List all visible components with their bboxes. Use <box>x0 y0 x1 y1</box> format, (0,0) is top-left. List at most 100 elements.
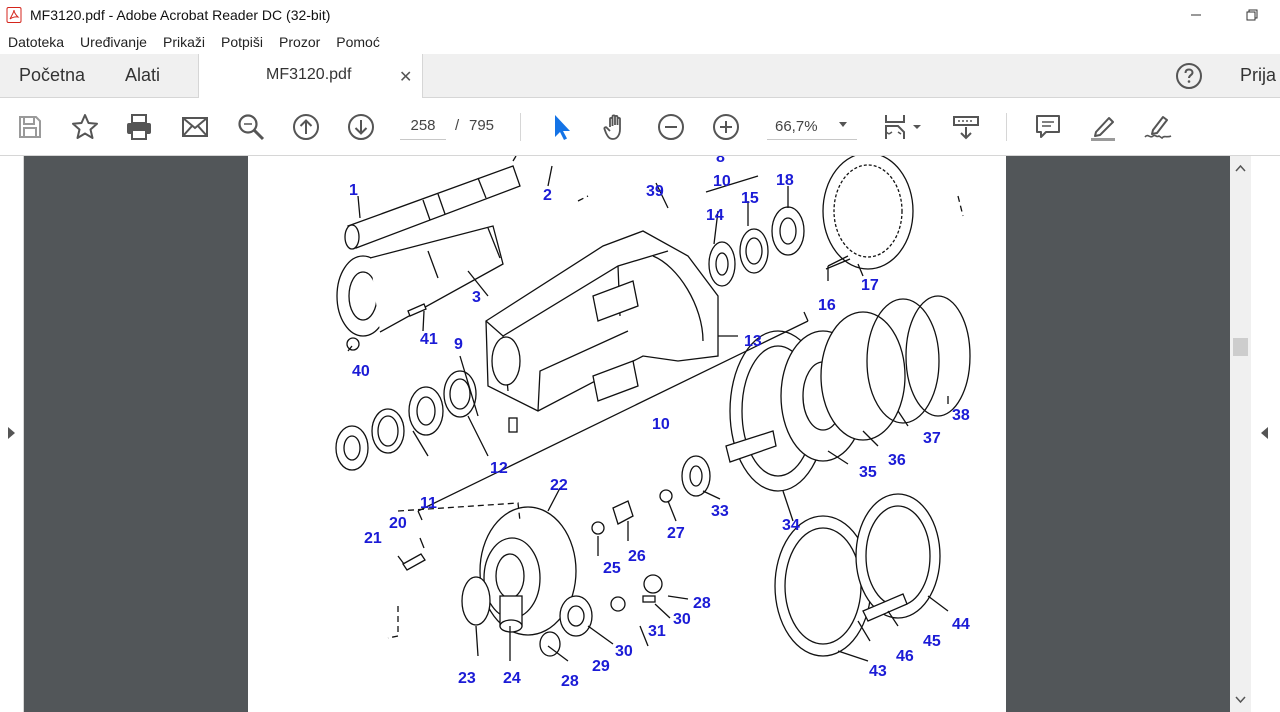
callout-26: 26 <box>628 548 646 565</box>
callout-10-top: 10 <box>713 173 731 190</box>
zoom-out-button[interactable] <box>655 111 687 143</box>
callout-22: 22 <box>550 477 568 494</box>
callout-38: 38 <box>952 407 970 424</box>
tab-tools[interactable]: Alati <box>125 65 161 85</box>
page-separator: / <box>455 117 460 134</box>
hand-icon <box>603 114 621 140</box>
part-housing-13 <box>485 230 719 412</box>
callout-28-right: 28 <box>693 595 711 612</box>
left-panel-toggle[interactable] <box>0 156 24 712</box>
close-icon[interactable]: ✕ <box>399 69 413 86</box>
callout-17: 17 <box>861 277 879 294</box>
scroll-up-icon[interactable] <box>1235 164 1246 172</box>
menu-bar: Datoteka Uređivanje Prikaži Potpiši Proz… <box>0 30 1280 54</box>
restore-icon <box>1246 9 1258 21</box>
print-icon <box>127 114 151 140</box>
tab-bar: Početna Alati MF3120.pdf ✕ Prija <box>0 54 1280 99</box>
next-page-button[interactable] <box>345 111 377 143</box>
zoom-in-button[interactable] <box>710 111 742 143</box>
menu-pomoc[interactable]: Pomoć <box>336 34 380 50</box>
scrollbar-thumb[interactable] <box>1233 338 1248 356</box>
help-icon[interactable] <box>1175 62 1203 90</box>
arrow-up-icon <box>293 114 319 140</box>
cursor-icon <box>555 115 570 140</box>
menu-datoteka[interactable]: Datoteka <box>8 34 65 50</box>
star-icon <box>72 114 98 139</box>
zoom-value: 66,7% <box>775 118 818 135</box>
tab-document[interactable]: MF3120.pdf ✕ <box>198 54 423 99</box>
document-tab-label: MF3120.pdf <box>266 66 352 83</box>
page-number-input[interactable]: 258 <box>400 112 446 140</box>
callout-35: 35 <box>859 464 877 481</box>
tab-home[interactable]: Početna <box>19 65 86 85</box>
prev-page-button[interactable] <box>290 111 322 143</box>
scroll-down-icon[interactable] <box>1235 696 1246 704</box>
scroll-mode-button[interactable] <box>950 111 982 143</box>
search-icon <box>238 114 265 141</box>
part-planet-carrier-22 <box>402 500 663 657</box>
fit-page-button[interactable] <box>880 111 924 143</box>
part-brake-discs-34-38 <box>725 295 971 492</box>
part-brake-ring-43-46 <box>774 493 941 657</box>
part-shaft-1 <box>344 165 521 250</box>
save-button[interactable] <box>14 111 46 143</box>
callout-15: 15 <box>741 190 759 207</box>
callout-36: 36 <box>888 452 906 469</box>
highlight-button[interactable] <box>1087 111 1119 143</box>
toolbar-divider <box>1006 113 1007 141</box>
callout-18: 18 <box>776 172 794 189</box>
callout-3: 3 <box>472 289 481 306</box>
pdf-page: 1 2 3 39 10 14 15 18 16 17 41 40 9 13 10… <box>248 156 1006 712</box>
callout-30-right: 30 <box>673 611 691 628</box>
callout-28-left: 28 <box>561 673 579 690</box>
callout-25: 25 <box>603 560 621 577</box>
bookmark-button[interactable] <box>69 111 101 143</box>
callout-34: 34 <box>782 517 800 534</box>
callout-45: 45 <box>923 633 941 650</box>
email-button[interactable] <box>179 111 211 143</box>
fit-page-icon <box>885 115 921 139</box>
callout-44: 44 <box>952 616 970 633</box>
callout-27: 27 <box>667 525 685 542</box>
right-panel-toggle[interactable] <box>1251 156 1280 712</box>
select-tool-button[interactable] <box>545 111 577 143</box>
callout-40: 40 <box>352 363 370 380</box>
expand-left-panel-icon <box>8 427 15 439</box>
callout-24: 24 <box>503 670 521 687</box>
menu-potpisi[interactable]: Potpiši <box>221 34 264 50</box>
callout-20: 20 <box>389 515 407 532</box>
print-button[interactable] <box>123 111 155 143</box>
callout-46: 46 <box>896 648 914 665</box>
vertical-scrollbar[interactable] <box>1230 156 1251 712</box>
menu-prozor[interactable]: Prozor <box>279 34 321 50</box>
zoom-out-icon <box>658 114 684 140</box>
minimize-button[interactable] <box>1168 0 1224 30</box>
expand-right-panel-icon <box>1261 427 1268 439</box>
menu-prikazi[interactable]: Prikaži <box>162 34 205 50</box>
callout-30-left: 30 <box>615 643 633 660</box>
comment-button[interactable] <box>1032 111 1064 143</box>
menu-uredivanje[interactable]: Uređivanje <box>80 34 147 50</box>
callout-8: 8 <box>716 156 725 166</box>
callout-29: 29 <box>592 658 610 675</box>
callout-2: 2 <box>543 187 552 204</box>
comment-icon <box>1036 115 1060 138</box>
highlight-icon <box>1091 117 1115 141</box>
signin-link[interactable]: Prija <box>1240 65 1277 85</box>
arrow-down-icon <box>348 114 374 140</box>
callout-1: 1 <box>349 182 358 199</box>
minimize-icon <box>1191 14 1201 16</box>
callout-labels: 1 2 3 39 10 14 15 18 16 17 41 40 9 13 10… <box>349 156 970 690</box>
search-button[interactable] <box>235 111 267 143</box>
callout-9: 9 <box>454 336 463 353</box>
restore-button[interactable] <box>1224 0 1280 30</box>
sign-button[interactable] <box>1142 111 1174 143</box>
page-total: 795 <box>469 117 495 134</box>
callout-14: 14 <box>706 207 724 224</box>
part-bearings-14-15-18 <box>708 206 805 287</box>
hand-tool-button[interactable] <box>600 111 632 143</box>
acrobat-icon <box>6 7 22 23</box>
zoom-select[interactable]: 66,7% <box>767 112 857 140</box>
leader-lines <box>347 156 964 662</box>
toolbar: 258 / 795 66,7% <box>0 98 1280 156</box>
